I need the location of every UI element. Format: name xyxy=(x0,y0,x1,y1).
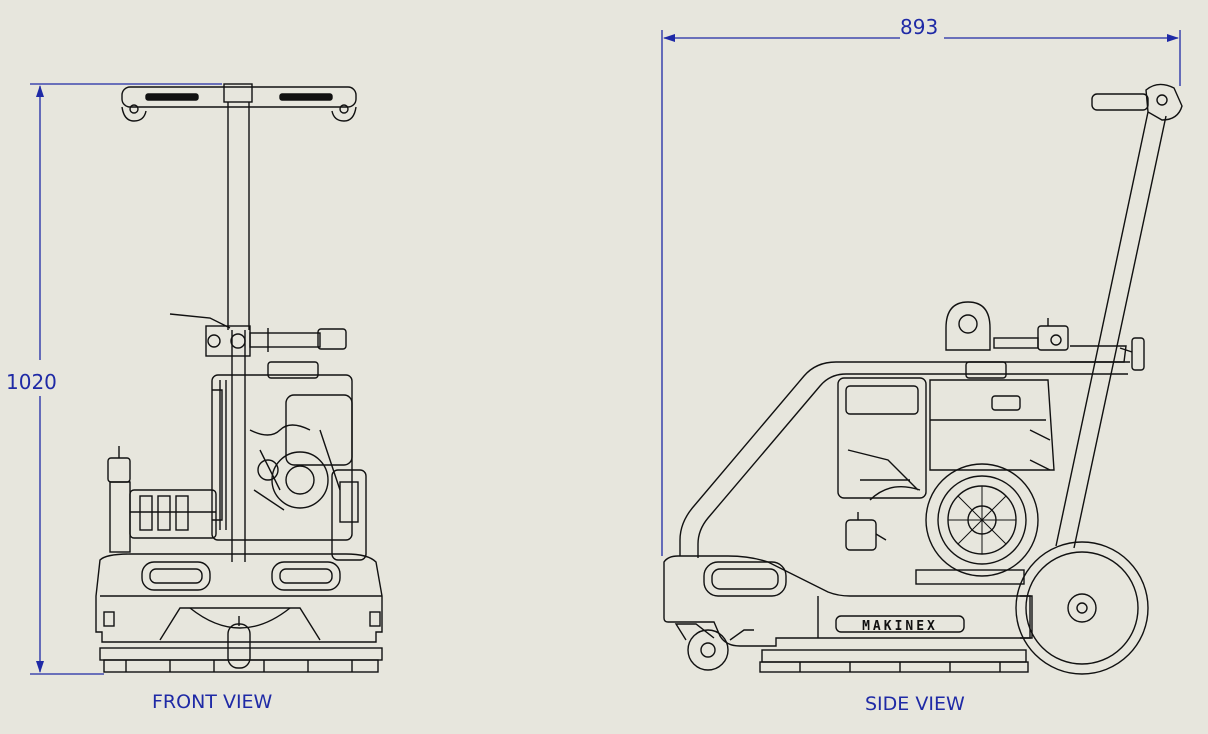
side-lifting-eye xyxy=(945,301,991,351)
front-control-lever xyxy=(169,313,347,357)
side-bottom-plate xyxy=(759,649,1029,673)
front-bottom-plate xyxy=(99,647,383,673)
brand-plate-text: MAKINEX xyxy=(862,619,938,634)
front-view-label: FRONT VIEW xyxy=(152,691,273,713)
side-handle xyxy=(1055,83,1183,549)
side-front-caster xyxy=(674,623,754,671)
width-dimension xyxy=(661,30,1181,556)
width-dimension-label: 893 xyxy=(900,15,939,39)
side-view-label: SIDE VIEW xyxy=(865,693,965,715)
front-handle-bar xyxy=(121,83,357,122)
front-engine xyxy=(211,361,367,561)
side-valve xyxy=(993,318,1069,351)
side-rear-wheel xyxy=(1015,541,1149,675)
front-base-frame xyxy=(95,553,383,669)
front-view xyxy=(95,83,383,673)
side-engine xyxy=(837,361,1055,585)
front-vertical-post xyxy=(227,102,250,562)
side-tube-frame xyxy=(679,345,1130,558)
side-view xyxy=(663,83,1183,675)
height-dimension-label: 1020 xyxy=(6,370,57,394)
front-pump xyxy=(107,446,217,553)
side-base-frame xyxy=(663,555,1033,647)
height-dimension xyxy=(30,83,222,675)
